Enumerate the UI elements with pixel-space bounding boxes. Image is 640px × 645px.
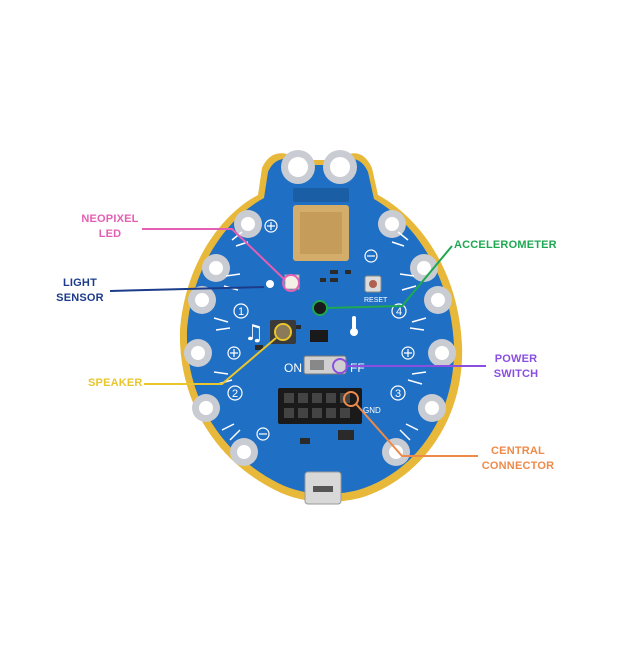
callout-neopixel (142, 228, 300, 292)
small-components (255, 270, 354, 444)
label-accelerometer: ACCELEROMETER (454, 239, 557, 251)
label-power-switch: POWER SWITCH (488, 352, 544, 382)
callout-speaker (144, 323, 292, 385)
label-power-line1: POWER (494, 353, 538, 365)
label-central-line1: CENTRAL (491, 445, 545, 457)
label-neopixel-led: NEOPIXEL LED (80, 212, 140, 242)
thermometer-icon (352, 316, 356, 330)
label-power-line2: SWITCH (493, 368, 539, 380)
accelerometer-chip (314, 302, 326, 314)
silkscreen-crowns (213, 231, 427, 441)
top-mounting-holes (281, 150, 357, 184)
board-body (186, 158, 455, 495)
label-light-line2: SENSOR (56, 292, 104, 304)
reset-text: RESET (364, 297, 388, 304)
callout-power-switch (332, 358, 486, 374)
off-text: FF (350, 361, 365, 375)
antenna-block (293, 188, 349, 202)
pad-number-4: 4 (396, 306, 402, 318)
callout-accelerometer (312, 245, 453, 316)
callout-light-sensor (109, 286, 265, 292)
gnd-text: GND (363, 406, 381, 415)
polarity-markers (227, 219, 415, 441)
label-central-connector: CENTRAL CONNECTOR (478, 444, 558, 474)
label-speaker: SPEAKER (88, 377, 143, 389)
pad-number-2: 2 (232, 388, 238, 400)
on-text: ON (284, 361, 302, 375)
left-edge-pads (184, 210, 262, 466)
light-sensor (266, 280, 274, 288)
pad-number-1: 1 (238, 306, 244, 318)
label-neopixel-line1: NEOPIXEL (81, 213, 139, 225)
label-central-line2: CONNECTOR (481, 460, 555, 472)
callout-central-connector (343, 391, 478, 457)
right-edge-pads (378, 210, 456, 466)
pad-number-3: 3 (395, 388, 401, 400)
label-light-sensor: LIGHT SENSOR (50, 276, 110, 306)
label-neopixel-line2: LED (98, 228, 122, 240)
music-note-icon: ♫ (244, 321, 264, 346)
label-light-line1: LIGHT (63, 277, 97, 289)
